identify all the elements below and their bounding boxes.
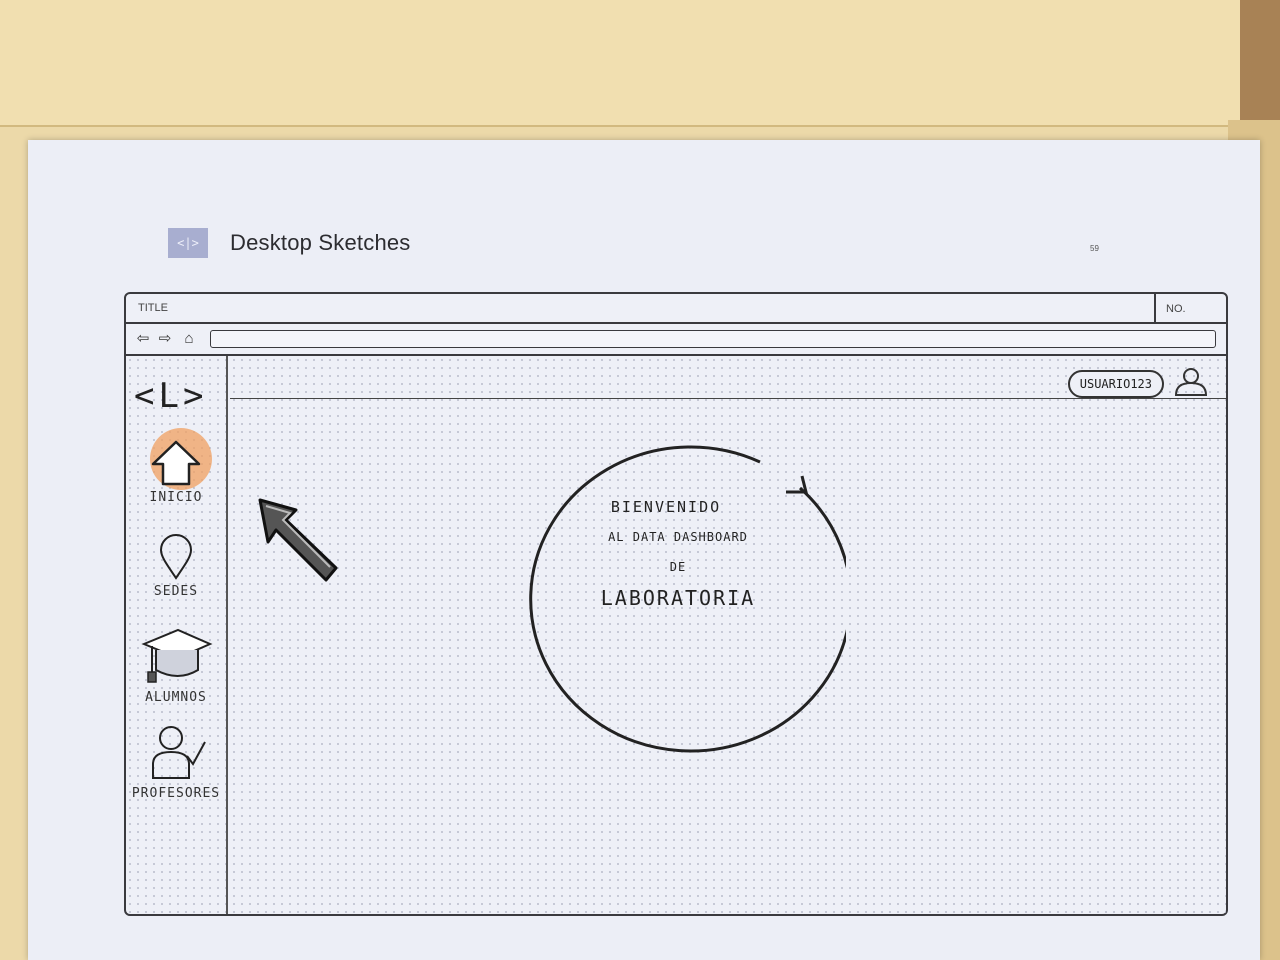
home-icon[interactable]: ⌂ — [184, 330, 194, 347]
sketch-sheet: <|> Desktop Sketches 59 TITLE NO. ⇦ ⇨ ⌂ … — [28, 140, 1260, 960]
sheet-title: Desktop Sketches — [230, 230, 411, 255]
sidebar-item-label: SEDES — [153, 584, 199, 599]
sidebar-item-alumnos[interactable]: ALUMNOS — [126, 622, 226, 705]
user-avatar-icon[interactable] — [1172, 366, 1210, 396]
home-icon — [151, 440, 201, 486]
sidebar-item-inicio[interactable]: INICIO — [126, 428, 226, 505]
welcome-line-3: DE — [669, 560, 687, 574]
welcome-line-2: AL DATA DASHBOARD — [608, 530, 748, 544]
welcome-line-4: LABORATORIA — [600, 586, 756, 610]
app-logo: <L> — [134, 376, 208, 416]
sheet-header: <|> Desktop Sketches — [168, 228, 411, 258]
browser-window: TITLE NO. ⇦ ⇨ ⌂ <L> INICIO — [124, 292, 1228, 916]
sidebar: <L> INICIO SEDES — [126, 356, 228, 914]
sidebar-item-sedes[interactable]: SEDES — [126, 532, 226, 599]
page-number: 59 — [1090, 244, 1099, 253]
welcome-message: BIENVENIDO AL DATA DASHBOARD DE LABORATO… — [510, 498, 846, 610]
arrow-left-icon[interactable]: ⇦ — [136, 330, 150, 347]
arrow-right-icon[interactable]: ⇨ — [158, 330, 172, 347]
graduation-cap-icon — [141, 628, 213, 683]
sidebar-item-profesores[interactable]: PROFESORES — [126, 722, 226, 801]
welcome-line-1: BIENVENIDO — [610, 498, 722, 516]
browser-toolbar: ⇦ ⇨ ⌂ — [126, 324, 1226, 356]
number-cell: NO. — [1154, 294, 1226, 322]
title-label: TITLE — [138, 302, 168, 314]
folder-flap — [0, 0, 1240, 127]
number-label: NO. — [1166, 303, 1186, 315]
title-bar: TITLE NO. — [126, 294, 1226, 324]
app-viewport: <L> INICIO SEDES — [126, 356, 1226, 914]
refresh-circle-icon — [529, 445, 846, 753]
user-name-badge[interactable]: USUARIO123 — [1067, 370, 1164, 398]
sidebar-item-label: PROFESORES — [131, 786, 221, 801]
location-pin-icon — [159, 534, 193, 580]
header-divider — [230, 398, 1226, 399]
address-bar[interactable] — [210, 330, 1216, 348]
sheet-logo: <|> — [168, 228, 208, 258]
sidebar-item-label: INICIO — [149, 490, 203, 505]
cursor-arrow-icon — [258, 498, 338, 582]
teacher-icon — [152, 726, 206, 779]
welcome-panel: BIENVENIDO AL DATA DASHBOARD DE LABORATO… — [510, 440, 846, 758]
sidebar-item-label: ALUMNOS — [145, 690, 207, 705]
